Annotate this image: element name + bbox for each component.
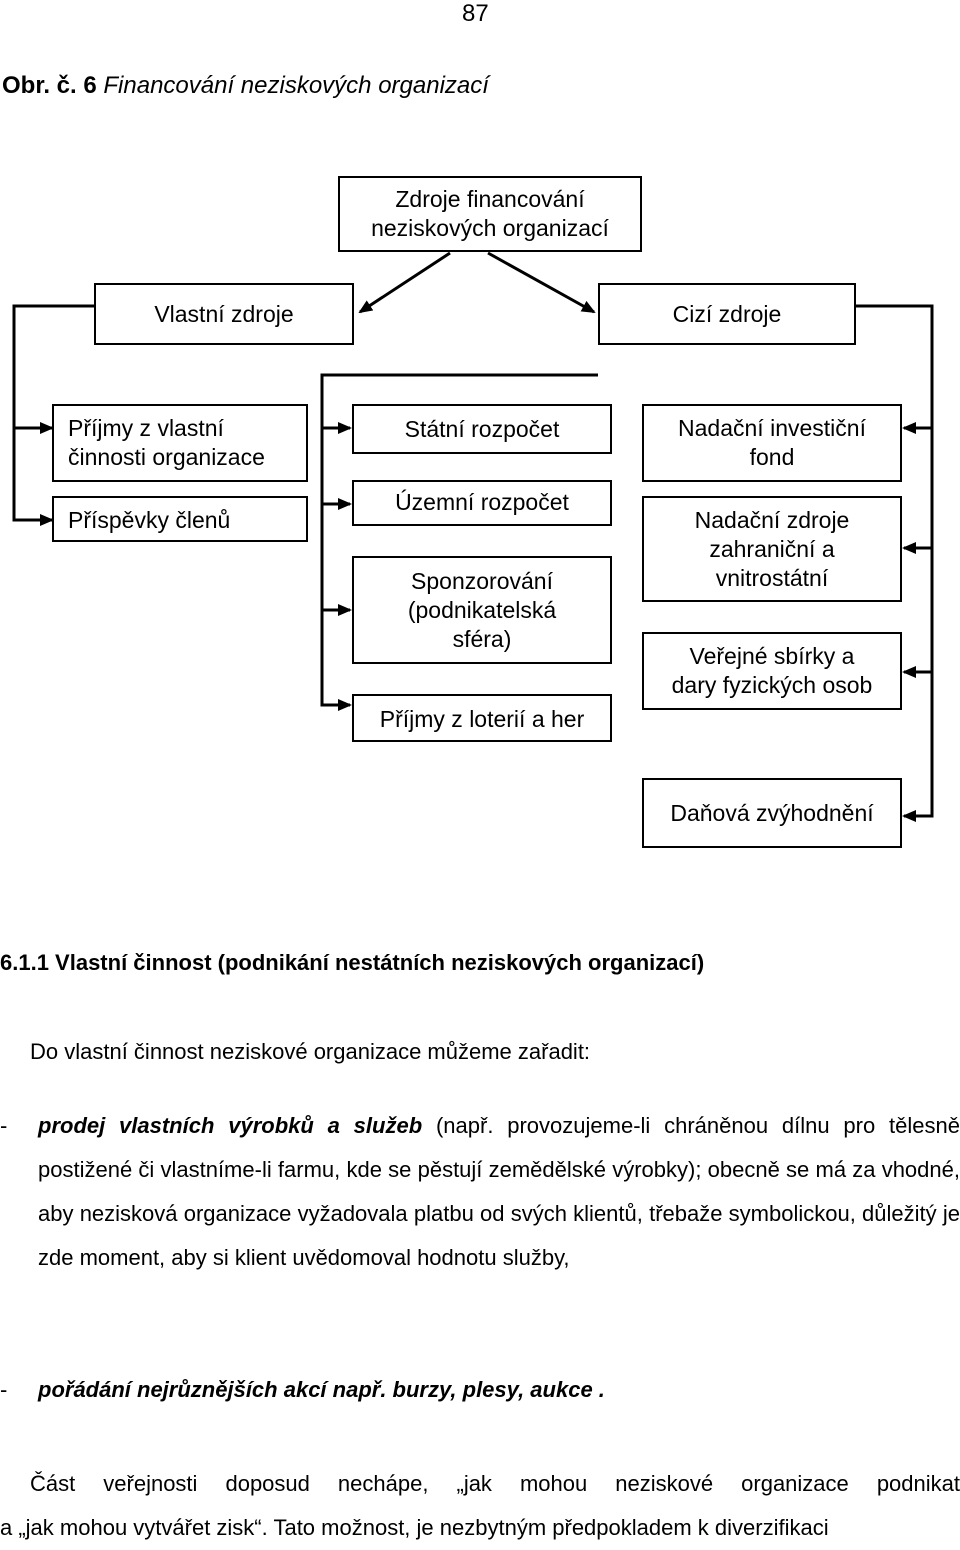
closing-line-2: a „jak mohou vytvářet zisk“. Tato možnos… (0, 1515, 829, 1540)
lottery-box: Příjmy z loterií a her (352, 694, 612, 742)
arrow-own-income (12, 304, 94, 434)
arrow-sponsorship (320, 504, 352, 616)
regional-budget-box: Územní rozpočet (352, 480, 612, 526)
foreign-sources-label: Cizí zdroje (672, 300, 782, 327)
tax-benefits-box: Daňová zvýhodnění (642, 778, 902, 848)
bullet-text: (např. provozujeme-li chráněnou dílnu pr… (38, 1113, 960, 1270)
state-budget-label: Státní rozpočet (404, 415, 560, 442)
bullet-dash: - (0, 1377, 8, 1402)
foreign-sources-box: Cizí zdroje (598, 283, 856, 345)
financing-diagram: Zdroje financování neziskových organizac… (12, 176, 934, 848)
bullet-dash: - (0, 1113, 8, 1138)
root-label: Zdroje financování neziskových organizac… (371, 186, 609, 241)
arrow-collections (902, 548, 934, 678)
arrow-own-fees (12, 428, 54, 526)
arrow-tax-benefits (902, 672, 934, 822)
member-fees-box: Příspěvky členů (52, 496, 308, 542)
foundation-sources-box: Nadační zdroje zahraniční a vnitrostátní (642, 496, 902, 602)
sponsorship-label: Sponzorování (podnikatelská sféra) (407, 567, 557, 652)
sponsorship-box: Sponzorování (podnikatelská sféra) (352, 556, 612, 664)
own-income-label: Příjmy z vlastní činnosti organizace (68, 415, 265, 470)
bullet-emphasis: pořádání nejrůznějších akcí např. burzy,… (38, 1377, 605, 1402)
foundation-sources-label: Nadační zdroje zahraniční a vnitrostátní (694, 507, 850, 591)
endowment-fund-box: Nadační investiční fond (642, 404, 902, 482)
section-heading: 6.1.1 Vlastní činnost (podnikání nestátn… (0, 950, 705, 975)
arrow-root-foreign (487, 251, 596, 314)
public-collections-box: Veřejné sbírky a dary fyzických osob (642, 632, 902, 710)
own-income-box: Příjmy z vlastní činnosti organizace (52, 404, 308, 482)
own-sources-label: Vlastní zdroje (154, 300, 294, 327)
tax-benefits-label: Daňová zvýhodnění (670, 799, 874, 826)
member-fees-label: Příspěvky členů (68, 507, 231, 533)
arrow-foundation (902, 428, 934, 554)
arrow-endowment-fund (856, 304, 934, 434)
public-collections-label: Veřejné sbírky a dary fyzických osob (671, 643, 873, 698)
root-box: Zdroje financování neziskových organizac… (338, 176, 642, 252)
state-budget-box: Státní rozpočet (352, 404, 612, 454)
own-sources-box: Vlastní zdroje (94, 283, 354, 345)
regional-budget-label: Územní rozpočet (395, 489, 569, 515)
arrow-state-budget (320, 373, 598, 434)
lottery-label: Příjmy z loterií a her (379, 706, 585, 732)
figure-caption: Obr. č. 6 Financování neziskových organi… (2, 72, 489, 100)
diagram-connectors (12, 251, 934, 822)
page-number: 87 (462, 0, 489, 27)
intro-paragraph: Do vlastní činnost neziskové organizace … (30, 1039, 591, 1064)
bullet-emphasis: prodej vlastních výrobků a služeb (38, 1113, 423, 1138)
closing-line-1: Část veřejnosti doposud nechápe, „jak mo… (30, 1471, 960, 1496)
arrow-regional-budget (320, 428, 352, 510)
closing-paragraph: Část veřejnosti doposud nechápe, „jak mo… (0, 1462, 960, 1550)
figure-prefix: Obr. č. 6 (2, 72, 97, 99)
endowment-fund-label: Nadační investiční fond (678, 415, 866, 470)
figure-title: Financování neziskových organizací (103, 72, 489, 99)
arrow-lottery (320, 610, 352, 711)
arrow-root-own (358, 251, 451, 314)
